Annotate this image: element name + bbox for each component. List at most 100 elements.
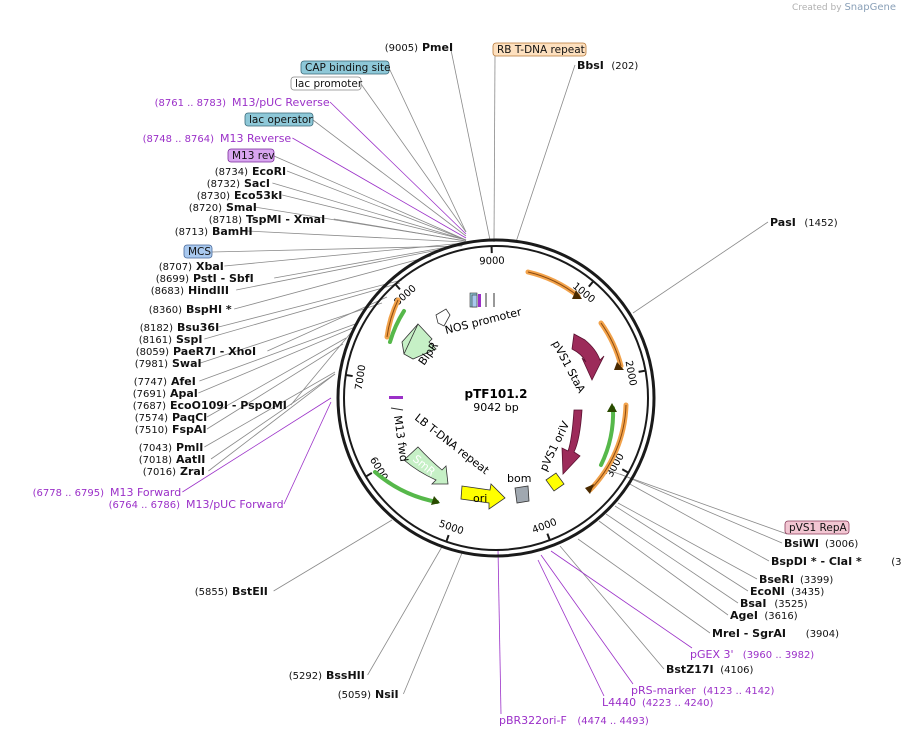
svg-text:PaeR7I - XhoI: PaeR7I - XhoI	[173, 345, 256, 358]
primer-m13-forward: (6778 .. 6795) M13 Forward	[33, 486, 182, 499]
backbone-outer	[336, 238, 656, 558]
restriction-site-xbai: (8707)XbaI	[159, 260, 224, 273]
svg-text:PmeI: PmeI	[422, 41, 453, 54]
feature-orange-1	[525, 269, 581, 299]
backbone-inner	[343, 245, 649, 551]
restriction-site-bstz17i: BstZ17I (4106)	[666, 663, 754, 676]
svg-text:TspMI - XmaI: TspMI - XmaI	[246, 213, 325, 226]
restriction-site-bsai: BsaI (3525)	[740, 597, 808, 610]
svg-text:(8161): (8161)	[139, 335, 172, 346]
svg-text:(4106): (4106)	[720, 665, 753, 676]
svg-text:(3399): (3399)	[800, 575, 833, 586]
restriction-site-apai: (7691)ApaI	[133, 387, 198, 400]
svg-text:M13/pUC Forward: M13/pUC Forward	[186, 498, 284, 511]
primer-m13-reverse: (8748 .. 8764)M13 Reverse	[143, 132, 292, 145]
svg-text:(6778 .. 6795): (6778 .. 6795)	[33, 488, 105, 499]
tick-mark	[621, 468, 629, 474]
svg-text:(8713): (8713)	[175, 227, 208, 238]
restriction-site-bbsi: BbsI(202)	[577, 59, 638, 72]
restriction-site-pmei: (9005)PmeI	[385, 41, 453, 54]
svg-text:pGEX 3': pGEX 3'	[690, 648, 734, 661]
svg-text:(3525): (3525)	[774, 599, 807, 610]
svg-text:(3904): (3904)	[806, 629, 839, 640]
svg-text:(7018): (7018)	[139, 455, 172, 466]
svg-text:RB T-DNA repeat: RB T-DNA repeat	[497, 44, 585, 56]
svg-text:(7510): (7510)	[135, 425, 168, 436]
svg-text:BstEII: BstEII	[232, 585, 268, 598]
svg-text:MCS: MCS	[188, 246, 211, 258]
svg-text:BssHII: BssHII	[326, 669, 365, 682]
tick-mark	[588, 280, 595, 288]
svg-text:(7016): (7016)	[143, 467, 176, 478]
svg-text:(3006): (3006)	[825, 539, 858, 550]
svg-text:(8360): (8360)	[149, 305, 182, 316]
svg-text:L4440: L4440	[602, 696, 636, 709]
feature-ori	[460, 483, 506, 510]
tick-label: 7000	[354, 364, 369, 391]
primer-m13-puc-forward: (6764 .. 6786) M13/pUC Forward	[109, 498, 284, 511]
feature-smr	[403, 446, 449, 485]
svg-text:M13/pUC Reverse: M13/pUC Reverse	[232, 96, 330, 109]
svg-text:(7043): (7043)	[139, 443, 172, 454]
svg-text:SmaI: SmaI	[226, 201, 257, 214]
feature-green-2	[388, 309, 406, 344]
svg-text:BamHI: BamHI	[212, 225, 253, 238]
svg-text:ApaI: ApaI	[170, 387, 198, 400]
svg-text:(3202): (3202)	[891, 557, 902, 568]
label-nos-promoter: NOS promoter	[444, 305, 524, 337]
svg-text:ZraI: ZraI	[180, 465, 205, 478]
tick-mark	[345, 374, 353, 378]
svg-text:MreI - SgrAI: MreI - SgrAI	[712, 627, 786, 640]
svg-text:(5855): (5855)	[195, 587, 228, 598]
restriction-site-tspmi: (8718)TspMI - XmaI	[209, 213, 325, 226]
svg-text:pBR322ori-F: pBR322ori-F	[499, 714, 567, 727]
svg-text:AgeI: AgeI	[730, 609, 758, 622]
svg-text:NsiI: NsiI	[375, 688, 399, 701]
svg-text:(7687): (7687)	[133, 401, 166, 412]
restriction-site-bsiwi: BsiWI(3006)	[784, 537, 858, 550]
restriction-site-hindiii: (8683)HindIII	[151, 284, 229, 297]
svg-text:SspI: SspI	[176, 333, 202, 346]
arrowhead	[572, 290, 582, 299]
feature-green-3	[373, 470, 439, 504]
label-m13-fwd: M13 fwd	[391, 415, 410, 463]
feature-box-rb-t-dna-repeat: RB T-DNA repeat	[492, 42, 587, 57]
svg-text:Bsu36I: Bsu36I	[177, 321, 219, 334]
svg-text:BstZ17I: BstZ17I	[666, 663, 714, 676]
svg-text:lac promoter: lac promoter	[295, 78, 363, 90]
svg-text:(8730): (8730)	[197, 191, 230, 202]
label-ori: ori	[473, 492, 487, 505]
restriction-site-eco53ki: (8730)Eco53kI	[197, 189, 283, 202]
svg-text:AatII: AatII	[176, 453, 205, 466]
svg-text:(8683): (8683)	[151, 286, 184, 297]
svg-text:SwaI: SwaI	[172, 357, 202, 370]
svg-text:(8748 .. 8764): (8748 .. 8764)	[143, 134, 215, 145]
svg-text:(6764 .. 6786): (6764 .. 6786)	[109, 500, 181, 511]
svg-text:BsaI: BsaI	[740, 597, 766, 610]
feature-box-lac-promoter: lac promoter	[290, 76, 363, 91]
restriction-site-psti: (8699)PstI - SbfI	[156, 272, 254, 285]
svg-text:PmlI: PmlI	[176, 441, 203, 454]
svg-text:M13 Forward: M13 Forward	[110, 486, 181, 499]
feature-bom	[514, 485, 530, 504]
svg-text:FspAI: FspAI	[172, 423, 207, 436]
primer-prs-marker: pRS-marker(4123 .. 4142)	[631, 684, 775, 697]
svg-text:M13 rev: M13 rev	[232, 150, 275, 162]
svg-text:PaqCI: PaqCI	[172, 411, 207, 424]
restriction-site-econi: EcoNI(3435)	[750, 585, 824, 598]
feature-box-pvs1-repa: pVS1 RepA	[784, 520, 850, 535]
svg-text:(5292): (5292)	[289, 671, 322, 682]
tick-mark	[638, 369, 646, 373]
svg-text:BbsI: BbsI	[577, 59, 604, 72]
svg-text:pVS1 RepA: pVS1 RepA	[789, 522, 847, 534]
svg-text:CAP binding site: CAP binding site	[305, 62, 391, 74]
svg-text:BspDI * - ClaI *: BspDI * - ClaI *	[771, 555, 862, 568]
svg-text:(3960 .. 3982): (3960 .. 3982)	[743, 650, 815, 661]
svg-text:(1452): (1452)	[804, 218, 837, 229]
restriction-site-aatii: (7018) AatII	[139, 453, 206, 466]
svg-text:(8182): (8182)	[140, 323, 173, 334]
restriction-site-ecori: (8734)EcoRI	[215, 165, 286, 178]
label-bom: bom	[507, 472, 531, 485]
svg-text:EcoO109I - PspOMI: EcoO109I - PspOMI	[170, 399, 287, 412]
